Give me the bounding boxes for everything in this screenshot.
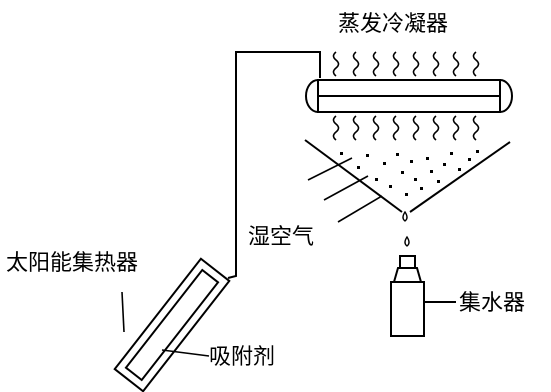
condenser-tube (305, 79, 513, 113)
water-collector-bottle (390, 255, 456, 337)
solar-collector-leader (121, 291, 125, 333)
adsorbent-label: 吸附剂 (209, 345, 275, 370)
humid-air-arrows (307, 157, 383, 223)
evaporative-condenser-label: 蒸发冷凝器 (338, 12, 448, 37)
droplet-dots (340, 150, 479, 196)
vapor-lines-top (332, 51, 480, 77)
connecting-pipe (227, 51, 321, 279)
humid-air-label: 湿空气 (248, 225, 314, 250)
water-collector-label: 集水器 (459, 291, 525, 316)
solar-collector (113, 257, 231, 392)
vapor-lines-bottom (332, 115, 480, 141)
funnel (304, 139, 511, 213)
adsorbent-leader (161, 349, 210, 357)
solar-collector-label: 太阳能集热器 (6, 251, 138, 276)
falling-drops (402, 210, 410, 247)
